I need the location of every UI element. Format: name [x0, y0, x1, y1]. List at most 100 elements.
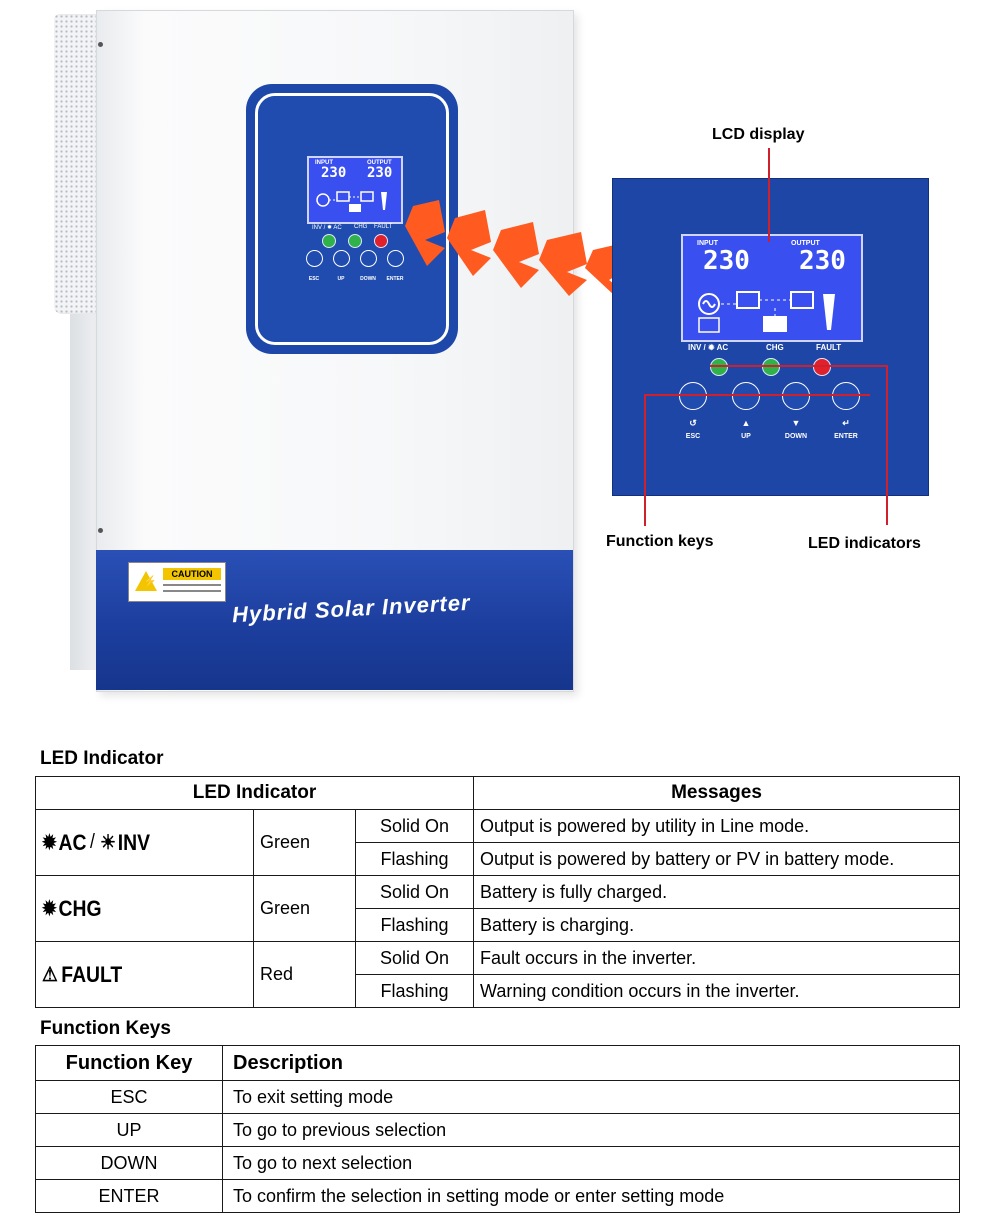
function-key-cell: UP	[35, 1113, 223, 1147]
table-row: UP To go to previous selection	[35, 1113, 960, 1147]
caution-line	[163, 584, 221, 586]
sun-solid-icon: ✹	[42, 898, 57, 920]
function-desc-cell: To go to previous selection	[222, 1113, 960, 1147]
function-key-cell: ESC	[35, 1080, 223, 1114]
down-button[interactable]	[782, 382, 810, 410]
table-row: ENTER To confirm the selection in settin…	[35, 1179, 960, 1213]
led-mode-cell: Flashing	[355, 842, 474, 876]
led-name-cell: ✹ CHG	[35, 875, 254, 942]
screw-icon	[98, 42, 103, 47]
lcd-flow-diagram-icon	[316, 191, 387, 212]
led-mode-cell: Solid On	[355, 875, 474, 909]
lcd-input-label: INPUT	[315, 160, 333, 166]
led-name-cell: ⚠ FAULT	[35, 941, 254, 1008]
callout-line-led	[886, 365, 888, 525]
lcd-output-value: 230	[799, 246, 846, 276]
warning-icon: ⚡	[135, 571, 157, 591]
esc-button[interactable]	[306, 250, 323, 267]
sun-solid-icon: ✹	[42, 832, 57, 854]
callout-led-indicators: LED indicators	[808, 535, 921, 552]
led-color-cell: Green	[253, 809, 356, 876]
up-button-label: UP	[741, 433, 751, 440]
led-message-cell: Battery is charging.	[473, 908, 960, 942]
esc-button-label: ESC	[685, 433, 701, 440]
sun-half-icon: ☀	[100, 832, 116, 854]
led-inv-ac-indicator	[322, 234, 336, 248]
enter-button-label: ENTER	[834, 433, 858, 440]
table-row: DOWN To go to next selection	[35, 1146, 960, 1180]
led-label-inv-ac: INV / ✹ AC	[312, 225, 342, 231]
function-keys-table: Function Key Description ESC To exit set…	[35, 1045, 960, 1213]
enter-button[interactable]	[387, 250, 404, 267]
led-fault-indicator	[374, 234, 388, 248]
table-row: ✹ CHG Green Solid On Battery is fully ch…	[35, 875, 960, 942]
led-mode-cell: Flashing	[355, 974, 474, 1008]
function-desc-cell: To go to next selection	[222, 1146, 960, 1180]
callout-line-lcd	[768, 148, 770, 242]
down-button-label: DOWN	[784, 433, 808, 440]
lcd-input-value: 230	[321, 165, 347, 181]
led-label-ac: AC	[58, 829, 87, 855]
function-desc-cell: To confirm the selection in setting mode…	[222, 1179, 960, 1213]
led-label-chg: CHG	[58, 895, 102, 921]
led-label-fault: FAULT	[374, 224, 393, 230]
up-arrow-icon: ▲	[741, 418, 751, 428]
led-mode-cell: Solid On	[355, 941, 474, 975]
warning-triangle-icon: ⚠	[42, 964, 58, 986]
callout-line-keys	[644, 394, 646, 526]
led-indicator-table: LED Indicator Messages ✹ AC / ☀ INV Gree…	[35, 776, 960, 1008]
caution-line	[163, 590, 221, 592]
lcd-input-value: 230	[703, 246, 750, 276]
led-label-chg: CHG	[354, 224, 368, 230]
up-button[interactable]	[732, 382, 760, 410]
down-button[interactable]	[360, 250, 377, 267]
led-chg-indicator	[348, 234, 362, 248]
up-button-label: UP	[337, 276, 345, 282]
label-separator: /	[90, 831, 95, 853]
led-label-fault: FAULT	[61, 961, 123, 987]
esc-symbol-icon: ↺	[689, 418, 697, 428]
table-row: ⚠ FAULT Red Solid On Fault occurs in the…	[35, 941, 960, 1008]
led-label-chg: CHG	[766, 343, 784, 352]
zoomed-lcd: INPUT OUTPUT 230 230	[681, 234, 863, 342]
table-header-row: Function Key Description	[35, 1045, 960, 1081]
table-row: ESC To exit setting mode	[35, 1080, 960, 1114]
inverter-illustration: ⚡ CAUTION Hybrid Solar Inverter INPUT OU…	[54, 10, 929, 692]
down-arrow-icon: ▼	[791, 418, 801, 428]
table-row: ✹ AC / ☀ INV Green Solid On Output is po…	[35, 809, 960, 876]
caution-label: ⚡ CAUTION	[128, 562, 226, 602]
enter-button-label: ENTER	[386, 276, 404, 282]
function-key-cell: ENTER	[35, 1179, 223, 1213]
enter-symbol-icon: ↵	[842, 418, 850, 428]
led-fault-indicator	[813, 358, 831, 376]
function-section-title: Function Keys	[40, 1018, 171, 1039]
callout-function-keys: Function keys	[606, 533, 714, 550]
lcd-output-value: 230	[367, 165, 393, 181]
lcd-output-label: OUTPUT	[791, 240, 820, 247]
down-button-label: DOWN	[360, 276, 376, 282]
header-description: Description	[222, 1045, 960, 1081]
led-label-fault: FAULT	[816, 343, 842, 352]
lcd-input-label: INPUT	[697, 240, 718, 247]
screw-icon	[98, 528, 103, 533]
header-messages: Messages	[473, 776, 960, 810]
led-label-inv-ac: INV / ✹ AC	[688, 343, 729, 352]
led-message-cell: Warning condition occurs in the inverter…	[473, 974, 960, 1008]
led-message-cell: Output is powered by utility in Line mod…	[473, 809, 960, 843]
led-color-cell: Green	[253, 875, 356, 942]
led-message-cell: Output is powered by battery or PV in ba…	[473, 842, 960, 876]
esc-button[interactable]	[679, 382, 707, 410]
led-inv-ac-indicator	[710, 358, 728, 376]
callout-line-led	[710, 365, 888, 367]
led-mode-cell: Flashing	[355, 908, 474, 942]
zoom-arrows-icon	[405, 200, 619, 296]
lcd-flow-diagram-icon	[698, 291, 835, 333]
enter-button[interactable]	[832, 382, 860, 410]
callout-line-keys	[644, 394, 870, 396]
callout-lcd-display: LCD display	[712, 126, 805, 143]
lcd-output-label: OUTPUT	[367, 160, 392, 166]
led-chg-indicator	[762, 358, 780, 376]
function-desc-cell: To exit setting mode	[222, 1080, 960, 1114]
led-name-cell: ✹ AC / ☀ INV	[35, 809, 254, 876]
up-button[interactable]	[333, 250, 350, 267]
